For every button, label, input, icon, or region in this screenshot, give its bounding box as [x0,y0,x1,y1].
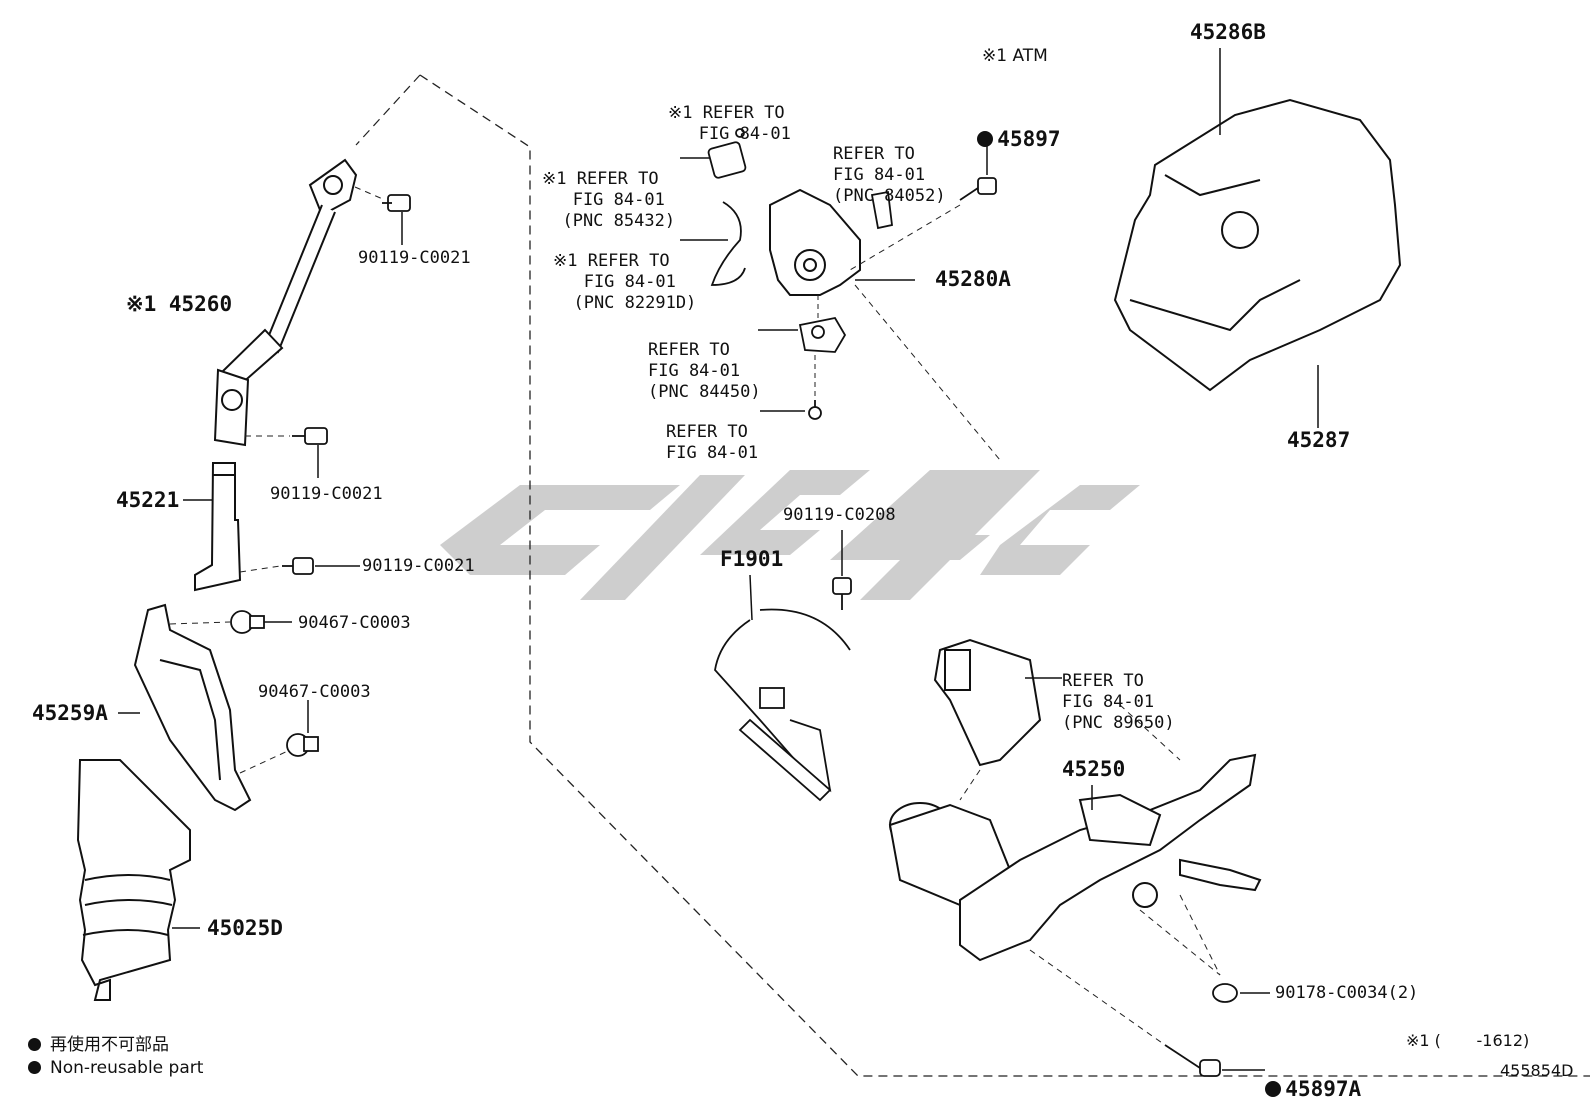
legend-jp: 再使用不可部品 [28,1030,169,1055]
figure-code: 455854D [1500,1061,1574,1080]
column-cover-45286B [1113,98,1402,392]
non-reusable-bullet-icon [977,131,994,147]
ref-pnc-82291D[interactable]: ※1 REFER TO FIG 84-01 (PNC 82291D) [553,251,697,313]
boot-45025D [76,759,191,1001]
switch-84450 [798,316,847,353]
part-45260[interactable]: ※1 45260 [126,292,233,316]
part-90119-C0021-b[interactable]: 90119-C0021 [270,484,383,504]
bolt-45897A [1164,1044,1221,1077]
part-45287[interactable]: 45287 [1287,428,1351,452]
ref-fig-84-01-top[interactable]: ※1 REFER TO FIG 84-01 [668,103,791,144]
clip-90467-a [230,610,265,634]
screw-45897 [959,177,997,201]
part-45221[interactable]: 45221 [116,488,180,512]
bolt-90119-a [382,194,411,212]
watermark-logo [440,470,1140,600]
part-90119-C0021-a[interactable]: 90119-C0021 [358,248,471,268]
lock-cylinder-45280A [769,188,861,296]
bolt-90119-b [292,427,328,445]
non-reusable-bullet-icon [1265,1081,1282,1097]
intermediate-shaft-45260 [213,158,358,447]
dashed-link-shaft [355,74,421,146]
bullet-icon [28,1038,41,1051]
part-45280A[interactable]: 45280A [935,267,1011,291]
part-45025D[interactable]: 45025D [207,916,283,940]
part-90178-C0034[interactable]: 90178-C0034(2) [1275,983,1419,1003]
ecu-89650 [933,638,1042,767]
wire-82291D [710,201,746,286]
steering-column-45250 [888,753,1262,962]
cover-45259A [133,603,252,812]
legend-en: Non-reusable part [28,1058,203,1078]
screw-ref [808,400,822,420]
ref-pnc-85432[interactable]: ※1 REFER TO FIG 84-01 (PNC 85432) [542,169,676,231]
part-F1901[interactable]: F1901 [720,547,784,571]
clip-90467-b [286,733,319,757]
connector-84052 [870,190,893,230]
part-45897A[interactable]: 45897A [1240,1058,1361,1100]
dashed-boundary [419,74,1590,1077]
bullet-icon [28,1061,41,1074]
nut-90178 [1212,983,1238,1003]
part-90119-C0208[interactable]: 90119-C0208 [783,505,896,525]
part-90467-C0003-b[interactable]: 90467-C0003 [258,682,371,702]
part-90119-C0021-c[interactable]: 90119-C0021 [362,556,475,576]
key-unlock-switch [707,128,747,179]
bolt-90119-C0208 [832,577,852,610]
part-45259A[interactable]: 45259A [32,701,108,725]
part-45250[interactable]: 45250 [1062,757,1126,781]
part-45286B[interactable]: 45286B [1190,20,1266,44]
shaft-45221 [194,462,242,592]
note-atm: ※1 ATM [982,46,1048,66]
footnote: ※1 ( -1612) [1406,1031,1530,1050]
part-45897[interactable]: 45897 [952,108,1061,150]
part-90467-C0003-a[interactable]: 90467-C0003 [298,613,411,633]
bolt-90119-c [282,557,314,575]
